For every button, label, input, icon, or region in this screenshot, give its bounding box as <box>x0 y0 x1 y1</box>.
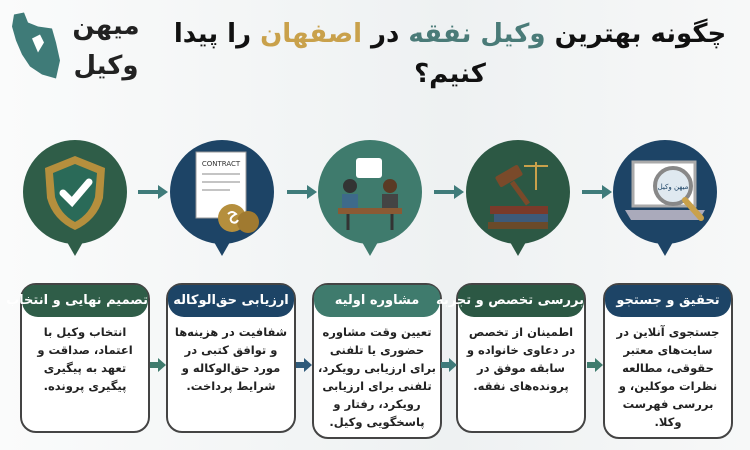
title-part1: چگونه بهترین <box>545 19 727 49</box>
step-text: انتخاب وکیل با اعتماد، صداقت و تعهد به پ… <box>37 325 133 393</box>
arrow-right-icon <box>441 358 457 372</box>
consultation-icon <box>318 140 422 256</box>
laptop-search-icon: میهن وکیل <box>613 140 717 256</box>
step-title: بررسی تخصص و تجربه <box>436 285 584 317</box>
step-text: اطمینان از تخصص در دعاوی خانواده و سابقه… <box>466 325 576 393</box>
arrow-right-icon <box>582 185 612 199</box>
step-title: ارزیابی حق‌الوکاله <box>168 285 294 317</box>
arrow-right-icon <box>587 358 603 372</box>
step-text: تعیین وقت مشاوره حضوری یا تلفنی برای ارز… <box>318 325 436 429</box>
step-card: ارزیابی حق‌الوکاله شفافیت در هزینه‌ها و ت… <box>166 283 296 433</box>
shield-check-icon <box>23 140 127 256</box>
step-card: مشاوره اولیه تعیین وقت مشاوره حضوری یا تل… <box>312 283 442 439</box>
step-card: تحقیق و جستجو جستجوی آنلاین در سایت‌های م… <box>603 283 733 439</box>
arrow-right-icon <box>287 185 317 199</box>
step-title: مشاوره اولیه <box>314 285 440 317</box>
contract-label: CONTRACT <box>202 160 241 168</box>
title-highlight-teal: وکیل نفقه <box>408 19 546 49</box>
gavel-books-icon <box>466 140 570 256</box>
step-card: تصمیم نهایی و انتخاب انتخاب وکیل با اعتما… <box>6 283 150 433</box>
arrow-right-icon <box>434 185 464 199</box>
contract-money-icon: CONTRACT <box>170 140 274 256</box>
logo-line2: وکیل <box>73 51 139 81</box>
step-text: جستجوی آنلاین در سایت‌های معتبر حقوقی، م… <box>616 325 720 429</box>
step-title: تصمیم نهایی و انتخاب <box>6 285 148 317</box>
laptop-label: میهن وکیل <box>658 183 689 191</box>
iran-map-icon <box>12 12 60 79</box>
step-title: تحقیق و جستجو <box>605 285 731 317</box>
step-card: بررسی تخصص و تجربه اطمینان از تخصص در دعا… <box>436 283 586 433</box>
arrow-right-icon <box>150 358 166 372</box>
page-title: چگونه بهترین وکیل نفقه در اصفهان را پیدا… <box>158 14 742 94</box>
logo-line1: میهن <box>72 11 140 41</box>
arrow-right-icon <box>138 185 168 199</box>
title-highlight-gold: اصفهان <box>260 19 362 49</box>
title-part3: را پیدا کنیم؟ <box>173 19 486 89</box>
arrow-right-icon <box>296 358 312 372</box>
step-text: شفافیت در هزینه‌ها و توافق کتبی در مورد … <box>174 325 288 393</box>
logo: میهن وکیل <box>8 6 148 92</box>
title-part2: در <box>361 19 409 49</box>
